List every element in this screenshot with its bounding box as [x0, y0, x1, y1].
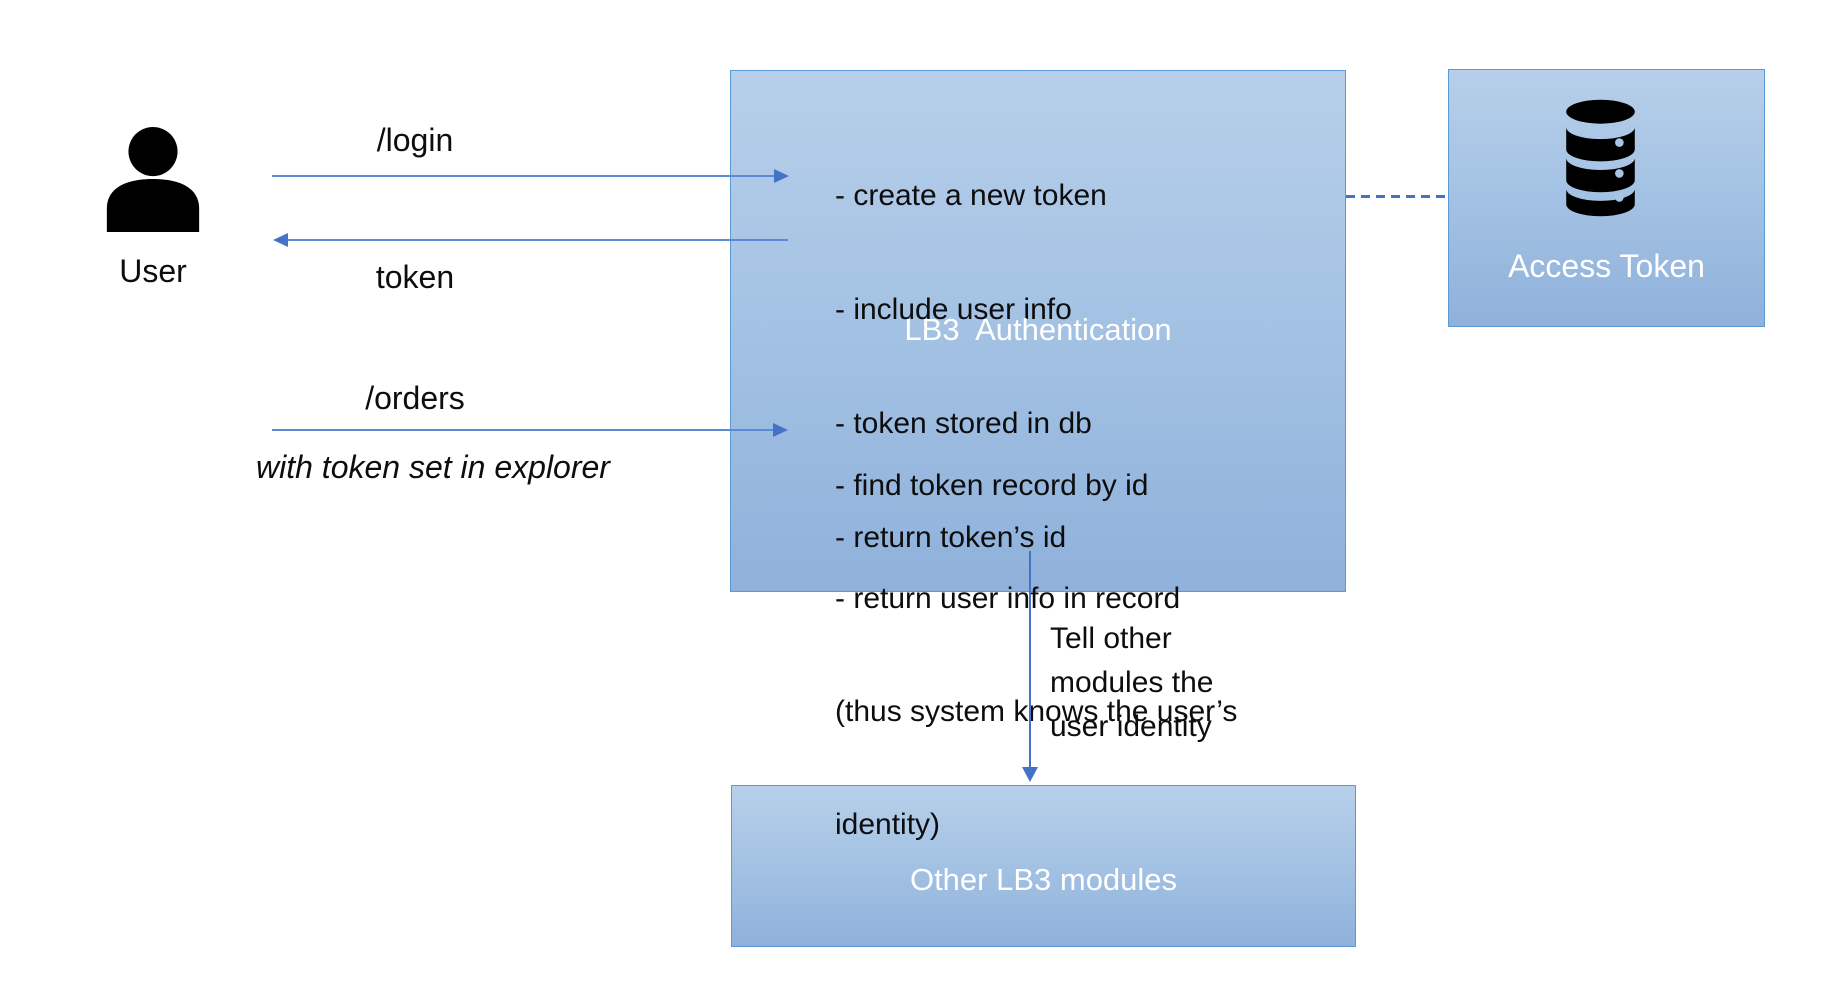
identity-arrow-line [1029, 551, 1031, 767]
modules-box [731, 785, 1356, 947]
user-label: User [119, 253, 187, 289]
identity-note: Tell other modules the user identity [1050, 617, 1213, 749]
login-arrowhead-icon [774, 169, 789, 183]
token-arrow-line [288, 239, 788, 241]
token-response-label: token [375, 259, 455, 295]
identity-note-line: Tell other [1050, 622, 1172, 655]
token-arrowhead-icon [273, 233, 288, 247]
identity-note-line: modules the [1050, 666, 1214, 699]
login-request-label: /login [376, 122, 454, 158]
orders-arrow-line [272, 429, 773, 431]
identity-arrowhead-icon [1022, 767, 1038, 782]
auth-step: identity) [835, 808, 941, 841]
auth-login-steps: - create a new token - include user info… [835, 105, 1107, 629]
orders-arrowhead-icon [773, 423, 788, 437]
dashed-connector [1346, 195, 1448, 198]
auth-step: - include user info [835, 293, 1072, 326]
identity-note-line: user identity [1050, 710, 1212, 743]
auth-box [730, 70, 1346, 592]
auth-step: - return user info in record [835, 582, 1181, 615]
orders-note: with token set in explorer [256, 449, 610, 485]
database-icon [1566, 99, 1635, 217]
access-token-label: Access Token [1508, 248, 1705, 284]
modules-box-label: Other LB3 modules [909, 862, 1178, 897]
auth-step: - return token’s id [835, 521, 1067, 554]
login-arrow-line [272, 175, 774, 177]
auth-step: - create a new token [835, 179, 1107, 212]
auth-step: (thus system knows the user’s [835, 695, 1238, 728]
auth-step: - token stored in db [835, 407, 1092, 440]
auth-step: - find token record by id [835, 469, 1149, 502]
auth-box-title: LB3 Authentication [904, 312, 1172, 347]
person-icon [106, 126, 200, 233]
orders-request-label: /orders [365, 380, 465, 416]
